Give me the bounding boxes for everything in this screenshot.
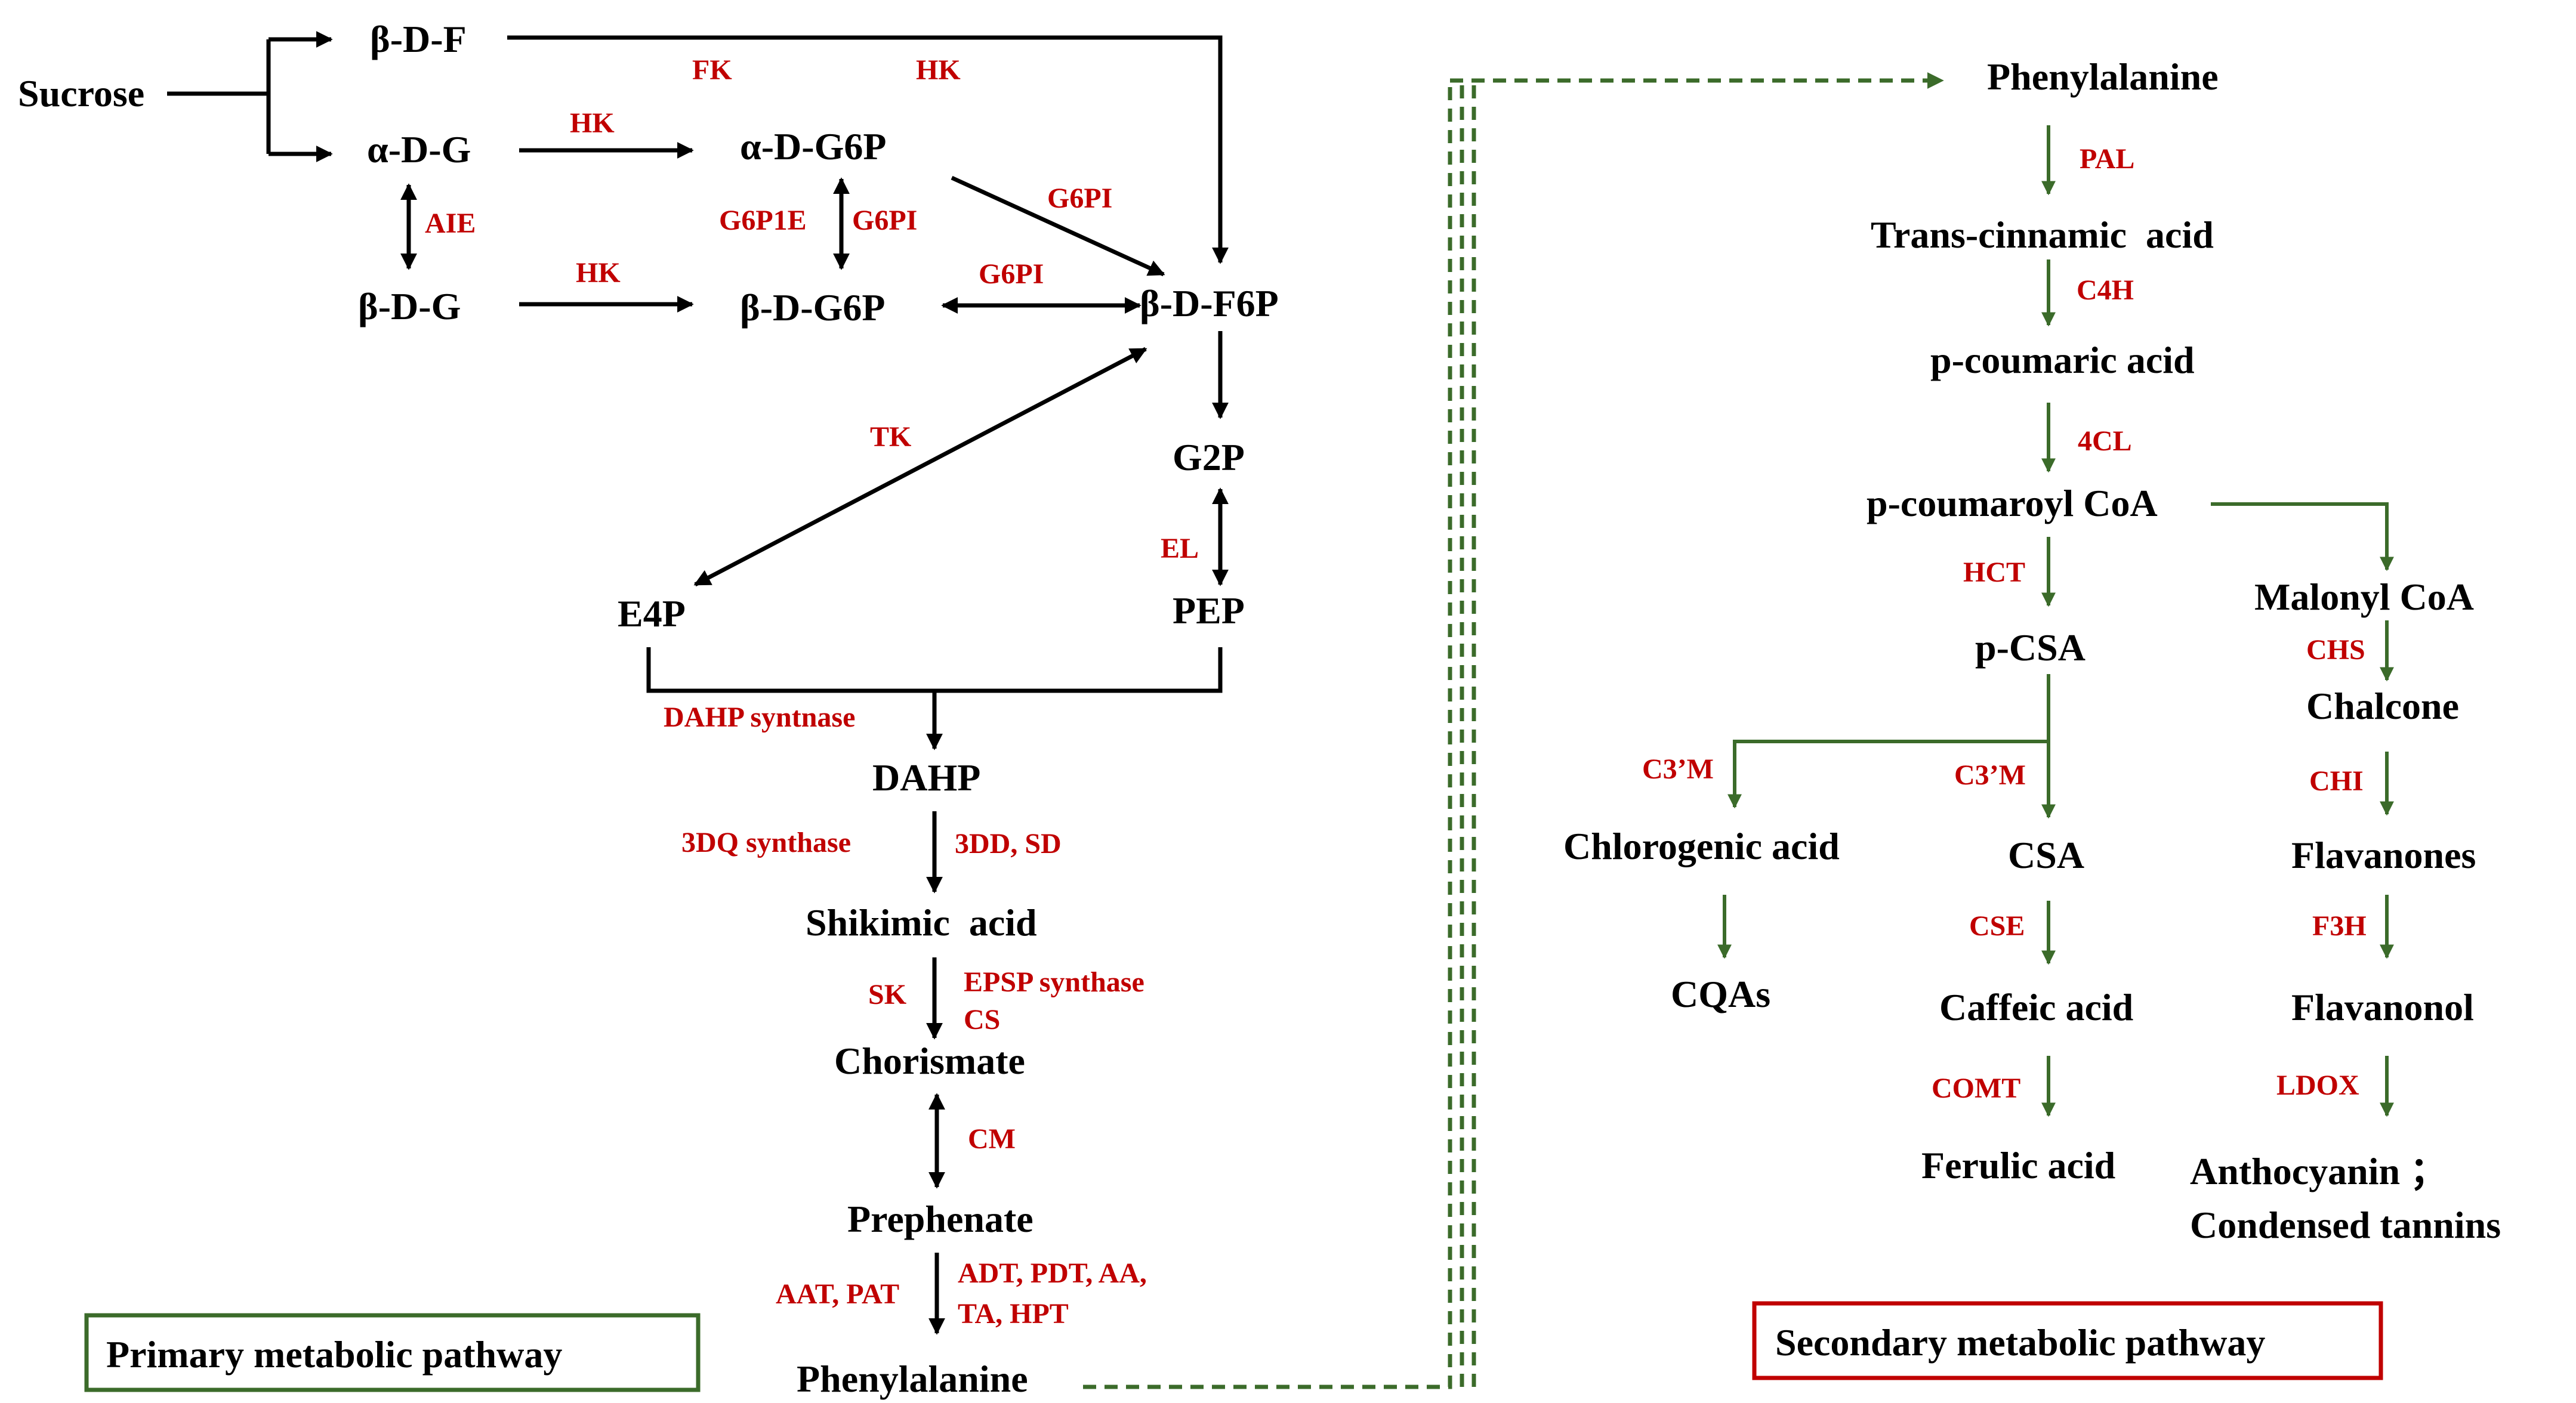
- enzyme-adt-pdt-aa: ADT, PDT, AA,: [958, 1257, 1147, 1289]
- enzyme-fk: FK: [692, 54, 732, 86]
- enzyme-hk-top: HK: [916, 54, 961, 86]
- node-sucrose: Sucrose: [18, 72, 144, 115]
- enzyme-chi: CHI: [2309, 765, 2364, 797]
- node-pep: PEP: [1173, 589, 1245, 632]
- enzyme-c3m-left: C3’M: [1642, 753, 1714, 785]
- node-e4p: E4P: [618, 592, 686, 635]
- enzyme-g6pi-diag: G6PI: [1047, 183, 1112, 214]
- node-phenylalanine-secondary: Phenylalanine: [1987, 55, 2219, 98]
- enzyme-aie: AIE: [425, 208, 476, 239]
- enzyme-f3h: F3H: [2312, 910, 2367, 942]
- node-phenylalanine-primary: Phenylalanine: [797, 1358, 1028, 1400]
- arrow-e4p-pep-join: [646, 647, 1223, 693]
- node-ferulic-acid: Ferulic acid: [1921, 1144, 2115, 1186]
- node-alpha-d-g6p: α-D-G6P: [740, 125, 886, 168]
- enzyme-3dq-synthase: 3DQ synthase: [681, 827, 851, 858]
- node-beta-d-g6p: β-D-G6P: [740, 286, 885, 329]
- node-chlorogenic-acid: Chlorogenic acid: [1563, 825, 1840, 867]
- enzyme-hct: HCT: [1963, 557, 2025, 588]
- node-p-csa: p-CSA: [1975, 626, 2086, 669]
- arrow-tk-e4p-bdf6p: [693, 347, 1147, 587]
- primary-arrows: [167, 31, 1229, 1335]
- legend-primary: Primary metabolic pathway: [84, 1313, 701, 1392]
- secondary-arrows: [1717, 125, 2394, 1117]
- enzyme-tk: TK: [870, 421, 911, 453]
- node-chorismate: Chorismate: [834, 1040, 1025, 1082]
- enzyme-c3m-right: C3’M: [1954, 759, 2026, 791]
- legend-secondary-box: [1752, 1301, 2383, 1380]
- arrow-pcoumaroyl-to-malonyl: [2211, 502, 2394, 571]
- enzyme-g6pi-mid: G6PI: [852, 205, 917, 236]
- enzyme-cs: CS: [964, 1004, 1000, 1036]
- enzyme-aat-pat: AAT, PAT: [776, 1278, 899, 1310]
- enzyme-sk: SK: [868, 979, 906, 1010]
- enzyme-4cl: 4CL: [2078, 425, 2132, 457]
- node-dahp: DAHP: [872, 756, 980, 799]
- enzyme-dahp-synthase: DAHP syntnase: [664, 702, 855, 733]
- enzyme-labels: FK HK HK HK AIE G6P1E G6PI G6PI G6PI TK …: [425, 54, 2367, 1330]
- enzyme-g6p1e: G6P1E: [719, 205, 807, 236]
- node-malonyl-coa: Malonyl CoA: [2254, 576, 2474, 618]
- enzyme-hk-beta: HK: [576, 257, 621, 289]
- node-p-coumaric-acid: p-coumaric acid: [1930, 339, 2195, 381]
- legend-secondary-label: Secondary metabolic pathway: [1775, 1321, 2265, 1364]
- enzyme-chs: CHS: [2306, 634, 2365, 666]
- arrow-bdf-to-bdf6p: [507, 35, 1229, 264]
- enzyme-cm: CM: [968, 1123, 1016, 1155]
- node-flavanonol: Flavanonol: [2291, 986, 2474, 1028]
- enzyme-g6pi-horiz: G6PI: [979, 258, 1044, 290]
- node-caffeic-acid: Caffeic acid: [1939, 986, 2133, 1028]
- enzyme-comt: COMT: [1932, 1073, 2020, 1104]
- node-g2p: G2P: [1173, 436, 1245, 478]
- enzyme-hk-alpha: HK: [570, 107, 615, 139]
- node-beta-d-f6p: β-D-F6P: [1140, 282, 1279, 325]
- node-csa: CSA: [2008, 834, 2084, 876]
- legend-primary-box: [84, 1313, 701, 1392]
- node-chalcone: Chalcone: [2306, 685, 2459, 727]
- arrow-adg6p-to-bdf6p: [951, 175, 1165, 277]
- arrow-pcsa-branch: [1727, 674, 2050, 809]
- node-alpha-d-g: α-D-G: [367, 128, 471, 171]
- node-trans-cinnamic-acid: Trans-cinnamic acid: [1871, 214, 2214, 256]
- node-cqas: CQAs: [1671, 973, 1770, 1015]
- enzyme-pal: PAL: [2080, 143, 2134, 175]
- enzyme-cse: CSE: [1969, 910, 2025, 942]
- enzyme-3dd-sd: 3DD, SD: [955, 828, 1062, 860]
- node-flavanones: Flavanones: [2291, 834, 2476, 876]
- legend-secondary: Secondary metabolic pathway: [1752, 1301, 2383, 1380]
- node-shikimic-acid: Shikimic acid: [806, 901, 1037, 944]
- node-labels: Sucrose β-D-F α-D-G β-D-G α-D-G6P β-D-G6…: [18, 18, 2501, 1400]
- enzyme-el: EL: [1161, 533, 1199, 564]
- dashed-connector: [1083, 72, 1944, 1389]
- enzyme-ldox: LDOX: [2276, 1070, 2359, 1101]
- node-p-coumaroyl-coa: p-coumaroyl CoA: [1867, 482, 2158, 524]
- enzyme-c4h: C4H: [2077, 274, 2134, 306]
- node-anthocyanin: Anthocyanin ；: [2190, 1150, 2448, 1192]
- node-beta-d-f: β-D-F: [370, 18, 467, 60]
- node-beta-d-g: β-D-G: [358, 285, 461, 327]
- legend-primary-label: Primary metabolic pathway: [106, 1333, 562, 1376]
- node-prephenate: Prephenate: [847, 1198, 1034, 1240]
- node-condensed-tannins: Condensed tannins: [2190, 1204, 2501, 1246]
- enzyme-epsp-synthase: EPSP synthase: [964, 966, 1144, 998]
- enzyme-ta-hpt: TA, HPT: [958, 1298, 1069, 1330]
